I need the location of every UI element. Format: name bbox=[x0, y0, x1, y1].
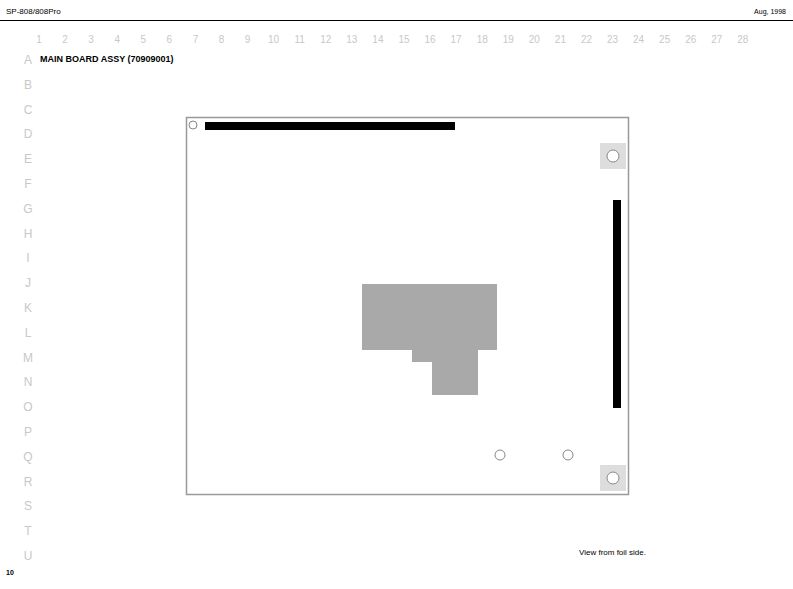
mount-hole bbox=[495, 450, 505, 460]
view-caption: View from foil side. bbox=[579, 549, 646, 557]
grid-row-letter: U bbox=[24, 550, 33, 562]
grid-row-letter: Q bbox=[23, 451, 32, 463]
grid-row-letter: J bbox=[25, 277, 31, 289]
grid-row-letter: C bbox=[24, 104, 33, 116]
mount-hole bbox=[607, 150, 619, 162]
mount-pad bbox=[600, 465, 626, 491]
grid-column-number: 1 bbox=[36, 35, 42, 45]
grid-row-letter: O bbox=[23, 401, 32, 413]
grid-row-letter: D bbox=[24, 128, 33, 140]
grid-row-letter: T bbox=[24, 525, 31, 537]
grid-column-number: 3 bbox=[88, 35, 94, 45]
ground-plane bbox=[362, 284, 497, 395]
grid-column-number: 24 bbox=[633, 35, 644, 45]
grid-row-letter: A bbox=[24, 54, 32, 66]
mount-pad bbox=[600, 143, 626, 169]
grid-column-number: 18 bbox=[477, 35, 488, 45]
page-number: 10 bbox=[6, 569, 14, 576]
grid-row-letter: I bbox=[26, 252, 29, 264]
grid-row-letter: H bbox=[24, 228, 33, 240]
grid-row-letter: M bbox=[23, 352, 33, 364]
grid-column-number: 6 bbox=[167, 35, 173, 45]
grid-row-letter: G bbox=[23, 203, 32, 215]
grid-column-number: 11 bbox=[295, 35, 305, 45]
board-outline bbox=[187, 118, 629, 495]
header-rule bbox=[0, 20, 793, 21]
connector-strip bbox=[613, 200, 621, 408]
grid-column-number: 25 bbox=[659, 35, 670, 45]
grid-row-letter: E bbox=[24, 153, 32, 165]
grid-column-number: 22 bbox=[581, 35, 592, 45]
grid-column-number: 19 bbox=[503, 35, 514, 45]
grid-column-number: 26 bbox=[685, 35, 696, 45]
grid-row-letter: L bbox=[25, 327, 32, 339]
grid-row-letter: K bbox=[24, 302, 32, 314]
date-header: Aug, 1998 bbox=[754, 8, 786, 15]
mount-hole bbox=[607, 472, 619, 484]
grid-column-number: 27 bbox=[711, 35, 722, 45]
model-header: SP-808/808Pro bbox=[6, 8, 61, 16]
grid-column-number: 10 bbox=[268, 35, 279, 45]
grid-column-number: 15 bbox=[398, 35, 409, 45]
grid-column-number: 14 bbox=[372, 35, 383, 45]
grid-column-number: 4 bbox=[114, 35, 120, 45]
grid-row-letter: B bbox=[24, 79, 32, 91]
grid-column-number: 20 bbox=[529, 35, 540, 45]
grid-column-number: 12 bbox=[320, 35, 331, 45]
grid-row-letter: R bbox=[24, 476, 33, 488]
grid-column-number: 13 bbox=[346, 35, 357, 45]
grid-column-number: 2 bbox=[62, 35, 68, 45]
grid-column-number: 17 bbox=[451, 35, 462, 45]
grid-column-number: 5 bbox=[140, 35, 146, 45]
grid-column-number: 7 bbox=[193, 35, 199, 45]
grid-column-number: 16 bbox=[424, 35, 435, 45]
grid-row-letter: P bbox=[24, 426, 32, 438]
connector-strip bbox=[205, 122, 455, 130]
grid-column-number: 23 bbox=[607, 35, 618, 45]
grid-row-letter: N bbox=[24, 376, 33, 388]
mount-hole bbox=[189, 121, 197, 129]
grid-row-letter: S bbox=[24, 500, 32, 512]
mount-hole bbox=[563, 450, 573, 460]
grid-column-number: 21 bbox=[555, 35, 566, 45]
grid-row-letter: F bbox=[24, 178, 31, 190]
grid-column-number: 9 bbox=[245, 35, 251, 45]
board-title: MAIN BOARD ASSY (70909001) bbox=[40, 55, 174, 64]
grid-column-number: 28 bbox=[737, 35, 748, 45]
grid-column-number: 8 bbox=[219, 35, 225, 45]
